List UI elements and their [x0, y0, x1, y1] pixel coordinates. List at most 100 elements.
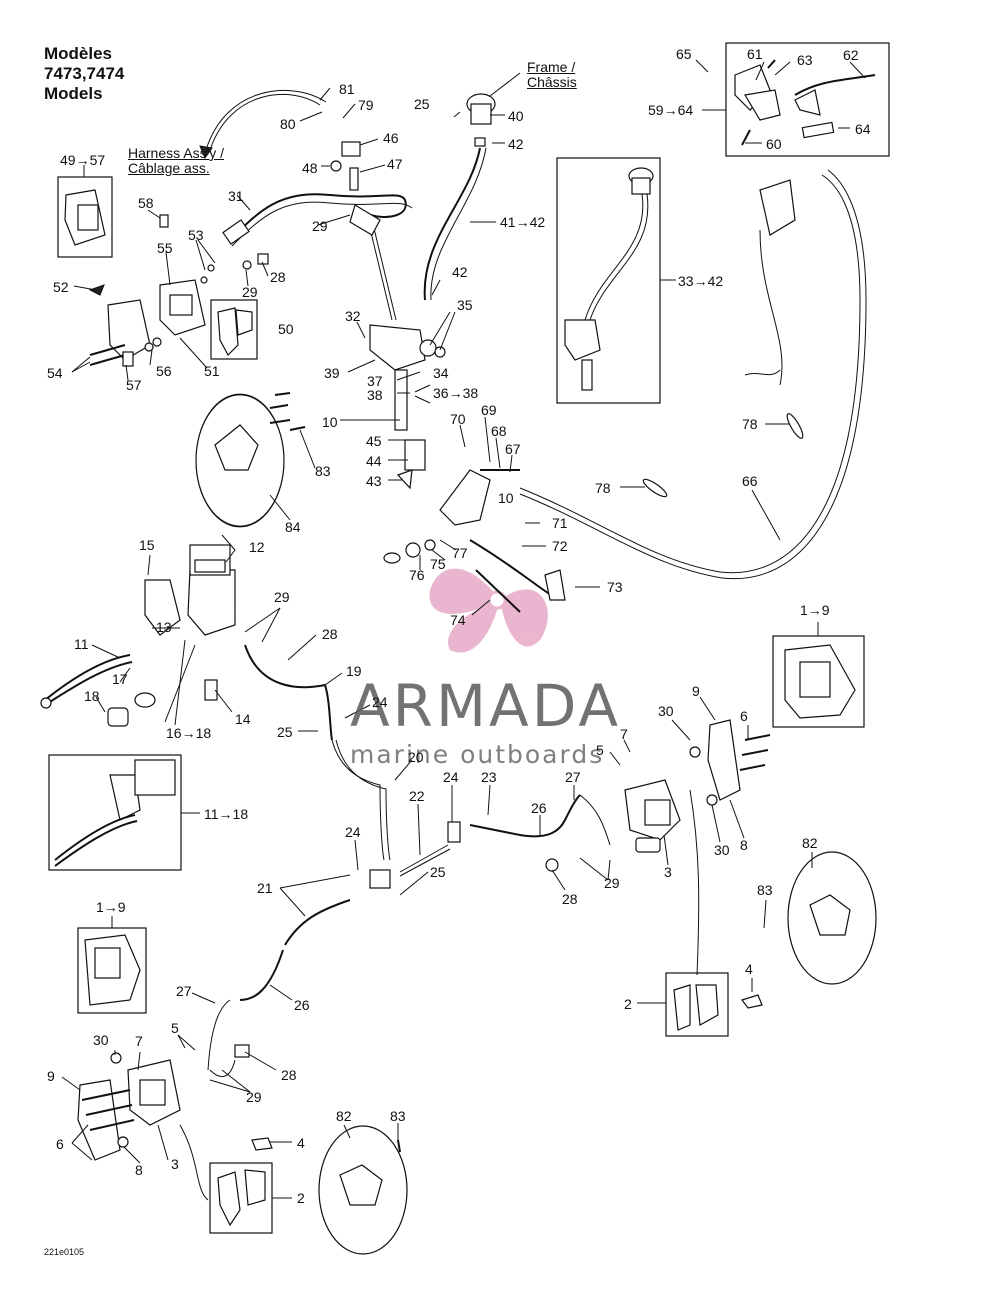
callout-61: 61	[747, 46, 763, 62]
callout-84: 84	[285, 519, 301, 535]
callout-3-left: 3	[171, 1156, 179, 1172]
callout-51: 51	[204, 363, 220, 379]
callout-16-18: 16→18	[166, 725, 212, 741]
callout-41-42: 41→42	[500, 214, 546, 230]
callout-82-left: 82	[336, 1108, 352, 1124]
callout-45: 45	[366, 433, 382, 449]
callout-74: 74	[450, 612, 466, 628]
callout-25-top: 25	[414, 96, 430, 112]
callout-11-18: 11→18	[204, 806, 249, 822]
callout-25-mid: 25	[277, 724, 293, 740]
box-33-42	[556, 157, 661, 404]
callout-44: 44	[366, 453, 382, 469]
callout-72: 72	[552, 538, 568, 554]
callout-2-left: 2	[297, 1190, 305, 1206]
frame-label-fr: Châssis	[527, 74, 577, 90]
frame-label-en: Frame /	[527, 59, 576, 75]
harness-cable	[209, 94, 321, 151]
callout-37: 37	[367, 373, 383, 389]
drawing-code: 221e0105	[44, 1247, 85, 1257]
callout-10-right: 10	[498, 490, 514, 506]
harness-label: Harness Ass'y / Câblage ass.	[128, 146, 224, 176]
callout-39: 39	[324, 365, 340, 381]
callout-13: 13	[156, 619, 172, 635]
harness-label-en: Harness Ass'y /	[128, 145, 225, 161]
callout-69: 69	[481, 402, 497, 418]
callout-53: 53	[188, 227, 204, 243]
callout-21: 21	[257, 880, 273, 896]
models-title-line3: Models	[44, 84, 103, 103]
callout-32: 32	[345, 308, 361, 324]
callout-42-top: 42	[508, 136, 524, 152]
callout-9-right: 9	[692, 683, 700, 699]
callout-28-right: 28	[562, 891, 578, 907]
callout-19: 19	[346, 663, 362, 679]
callout-49-57: 49→57	[60, 152, 106, 168]
master-cylinder-front	[187, 569, 236, 636]
callout-24-right: 24	[443, 769, 459, 785]
callout-22: 22	[409, 788, 425, 804]
callout-78-left: 78	[595, 480, 611, 496]
callout-50: 50	[278, 321, 294, 337]
callout-12: 12	[249, 539, 265, 555]
callout-80: 80	[280, 116, 296, 132]
caliper-upper-left	[107, 299, 151, 361]
models-title-line2: 7473,7474	[44, 64, 125, 83]
callout-26-right: 26	[531, 800, 547, 816]
callout-28-left: 28	[281, 1067, 297, 1083]
callout-28-top: 28	[270, 269, 286, 285]
callout-77: 77	[452, 545, 468, 561]
callout-5-right: 5	[596, 742, 604, 758]
caliper-lower-left	[77, 1079, 121, 1161]
callout-54: 54	[47, 365, 63, 381]
callout-24-top: 24	[372, 694, 388, 710]
callout-1-9-right: 1→9	[800, 602, 830, 618]
callout-10-left: 10	[322, 414, 338, 430]
callout-33-42: 33→42	[678, 273, 724, 289]
callout-20: 20	[408, 749, 424, 765]
part-46	[341, 141, 361, 157]
callout-47: 47	[387, 156, 403, 172]
models-title-line1: Modèles	[44, 44, 113, 63]
callout-78-right: 78	[742, 416, 758, 432]
callout-68: 68	[491, 423, 507, 439]
callout-6-right: 6	[740, 708, 748, 724]
callout-83-left: 83	[390, 1108, 406, 1124]
callout-1-9-left: 1→9	[96, 899, 126, 915]
callout-56: 56	[156, 363, 172, 379]
callout-7-right: 7	[620, 726, 628, 742]
callout-62: 62	[843, 47, 859, 63]
box-50	[210, 299, 258, 360]
callout-35: 35	[457, 297, 473, 313]
frame-label: Frame / Châssis	[527, 60, 577, 90]
callout-25-bottom: 25	[430, 864, 446, 880]
box-59-64	[725, 42, 890, 157]
callout-75: 75	[430, 556, 446, 572]
callout-63: 63	[797, 52, 813, 68]
callout-67: 67	[505, 441, 521, 457]
callout-11: 11	[74, 636, 89, 652]
callout-40: 40	[508, 108, 524, 124]
callout-6-left: 6	[56, 1136, 64, 1152]
callout-9-left: 9	[47, 1068, 55, 1084]
callout-29-mid: 29	[274, 589, 290, 605]
callout-14: 14	[235, 711, 251, 727]
callout-29-top: 29	[242, 284, 258, 300]
callout-43: 43	[366, 473, 382, 489]
callout-3-right: 3	[664, 864, 672, 880]
callout-15: 15	[139, 537, 155, 553]
models-title: Modèles 7473,7474 Models	[44, 44, 124, 104]
callout-57: 57	[126, 377, 142, 393]
callout-2-right: 2	[624, 996, 632, 1012]
brake-pedal	[439, 469, 491, 526]
callout-24-mid: 24	[345, 824, 361, 840]
callout-30-right: 30	[658, 703, 674, 719]
callout-29-hose: 29	[312, 218, 328, 234]
callout-36-38: 36→38	[433, 385, 479, 401]
callout-46: 46	[383, 130, 399, 146]
callout-30-lower: 30	[714, 842, 730, 858]
callout-27-left: 27	[176, 983, 192, 999]
callout-81: 81	[339, 81, 355, 97]
